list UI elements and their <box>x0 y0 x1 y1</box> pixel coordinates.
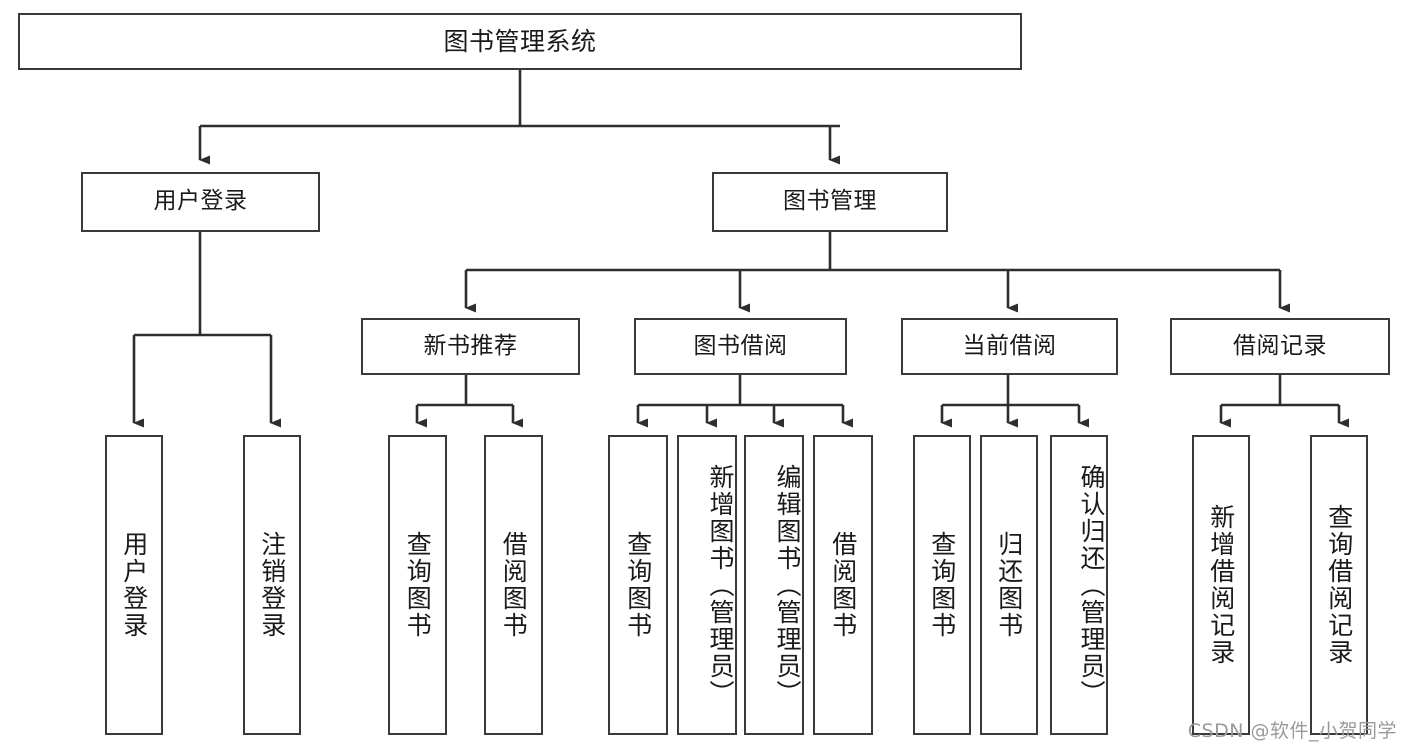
leaf-query-book-recommend[interactable]: 查询图书 <box>388 435 447 735</box>
node-book-management[interactable]: 图书管理 <box>712 172 948 232</box>
node-label: 查询图书 <box>927 531 957 639</box>
leaf-query-borrow-record[interactable]: 查询借阅记录 <box>1310 435 1368 735</box>
node-borrow-record[interactable]: 借阅记录 <box>1170 318 1390 375</box>
node-label: 借阅图书 <box>828 531 858 639</box>
node-label: 图书借阅 <box>693 332 788 359</box>
node-label: 借阅图书 <box>499 531 529 639</box>
leaf-query-book-borrow[interactable]: 查询图书 <box>608 435 668 735</box>
node-label: 借阅记录 <box>1233 332 1327 359</box>
leaf-query-book-current[interactable]: 查询图书 <box>913 435 971 735</box>
node-label: 查询图书 <box>403 531 433 639</box>
node-book-borrow[interactable]: 图书借阅 <box>634 318 847 375</box>
leaf-user-login[interactable]: 用户登录 <box>105 435 163 735</box>
leaf-return-book[interactable]: 归还图书 <box>980 435 1038 735</box>
node-new-book-recommend[interactable]: 新书推荐 <box>361 318 580 375</box>
node-label: 注销登录 <box>257 531 287 639</box>
node-label: 确认归还（管理员） <box>1077 463 1106 707</box>
leaf-borrow-book[interactable]: 借阅图书 <box>813 435 873 735</box>
watermark-text: CSDN @软件_小贺同学 <box>1187 720 1397 742</box>
node-root-book-management-system[interactable]: 图书管理系统 <box>18 13 1022 70</box>
node-label: 新书推荐 <box>423 332 518 359</box>
node-label: 查询图书 <box>623 531 653 639</box>
leaf-user-logout[interactable]: 注销登录 <box>243 435 301 735</box>
leaf-add-book-admin[interactable]: 新增图书（管理员） <box>677 435 737 735</box>
node-label: 归还图书 <box>994 531 1024 639</box>
leaf-add-borrow-record[interactable]: 新增借阅记录 <box>1192 435 1250 735</box>
node-label: 查询借阅记录 <box>1324 504 1354 666</box>
node-label: 用户登录 <box>119 531 149 639</box>
leaf-edit-book-admin[interactable]: 编辑图书（管理员） <box>744 435 804 735</box>
leaf-borrow-book-recommend[interactable]: 借阅图书 <box>484 435 543 735</box>
node-label: 图书管理 <box>783 188 877 215</box>
node-label: 新增借阅记录 <box>1206 504 1236 666</box>
node-label: 用户登录 <box>153 188 248 215</box>
node-label: 编辑图书（管理员） <box>773 463 802 707</box>
node-label: 新增图书（管理员） <box>706 463 735 707</box>
node-label: 当前借阅 <box>962 332 1057 359</box>
node-user-login[interactable]: 用户登录 <box>81 172 320 232</box>
leaf-confirm-return-admin[interactable]: 确认归还（管理员） <box>1050 435 1108 735</box>
node-label: 图书管理系统 <box>443 26 597 56</box>
node-current-borrow[interactable]: 当前借阅 <box>901 318 1118 375</box>
